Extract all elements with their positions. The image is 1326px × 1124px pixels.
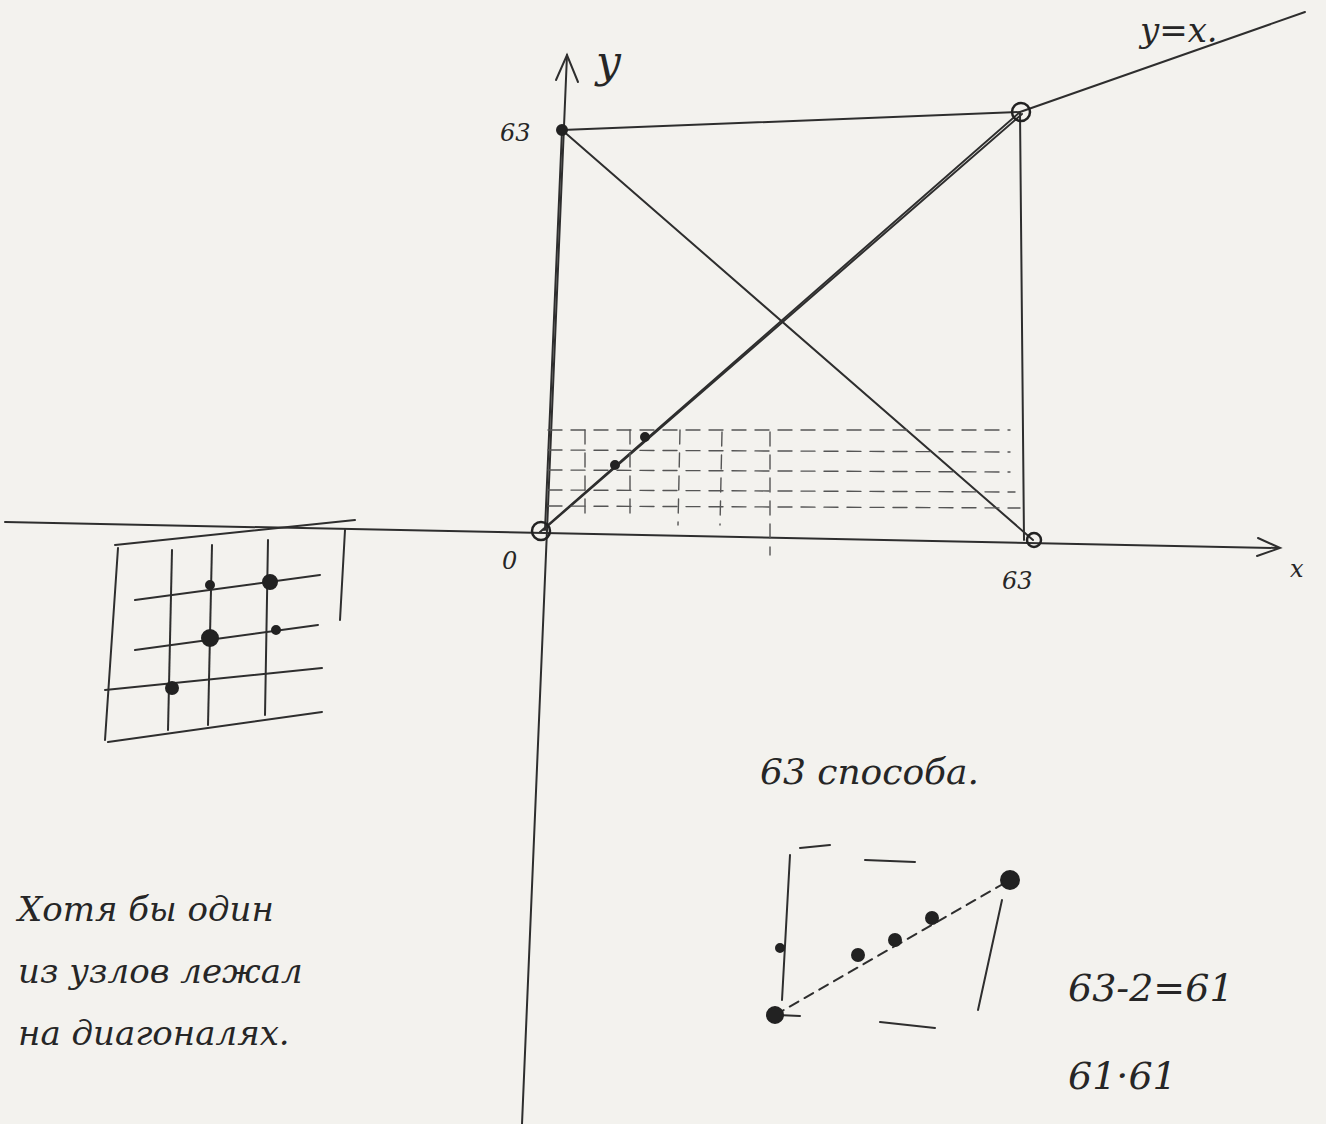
- x-axis-arrow: [1257, 538, 1280, 556]
- axis-name: x: [1290, 556, 1304, 582]
- note: Хотя бы один из узлов лежал на диагоналя…: [18, 878, 318, 1064]
- origin-label: 0: [502, 548, 517, 574]
- diagonal: [562, 130, 1033, 540]
- diagonal: [540, 112, 1020, 532]
- y-axis-arrow: [556, 55, 578, 82]
- axis-name: y: [596, 38, 621, 86]
- calculation: 63-2=61: [1068, 968, 1234, 1010]
- lattice-points: [166, 125, 1019, 1023]
- axis-value: 63: [500, 120, 531, 146]
- marked-vertices: [532, 103, 1041, 547]
- calculation: 61·61: [1068, 1056, 1177, 1098]
- corner-sketch: [775, 845, 1010, 1028]
- note: 63 способа.: [760, 752, 979, 792]
- x-axis: [5, 522, 1278, 548]
- line-equation: y=x.: [1140, 12, 1218, 49]
- grid-lines: [548, 430, 1020, 555]
- y-equals-x-line: [1020, 12, 1305, 112]
- square-side: [562, 112, 1024, 540]
- axis-value: 63: [1002, 568, 1033, 594]
- y-axis: [522, 55, 567, 1124]
- small-grid-sketch: [105, 520, 355, 742]
- diagonal: [543, 114, 1022, 530]
